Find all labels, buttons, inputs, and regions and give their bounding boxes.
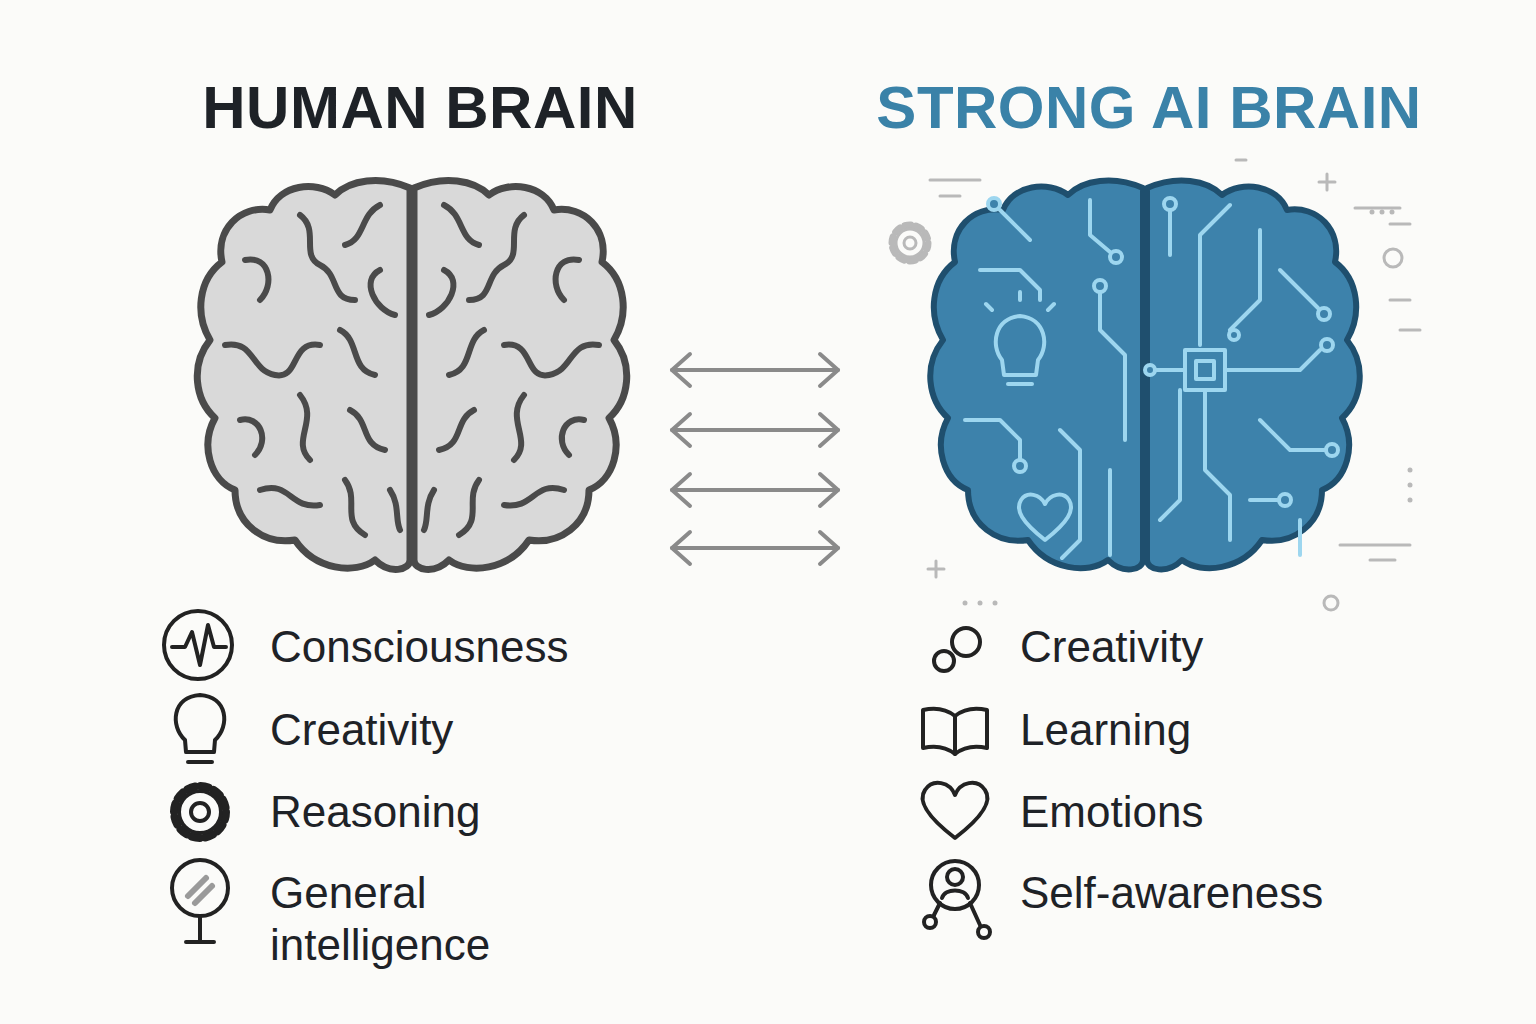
list-icons [164, 611, 232, 942]
arrow-line [672, 488, 838, 492]
arrow-head [820, 532, 838, 564]
arrow-head [672, 474, 690, 506]
list-icons [923, 628, 990, 938]
feature-label: Emotions [1020, 786, 1400, 838]
human-brain-panel: HUMAN BRAIN ConsciousnessCreativityReason… [150, 58, 670, 987]
feature-label: Reasoning [270, 786, 600, 838]
arrow-head [820, 354, 838, 386]
arrow-head [672, 354, 690, 386]
ai-brain-drawing [930, 181, 1359, 570]
decoration-dots [963, 210, 1413, 606]
double-arrow [672, 354, 838, 386]
arrow-head [820, 414, 838, 446]
arrow-head [820, 474, 838, 506]
double-arrow [672, 474, 838, 506]
arrow-head [672, 532, 690, 564]
arrow-line [672, 368, 838, 372]
double-arrow [672, 532, 838, 564]
feature-label: Self-awareness [1020, 867, 1400, 919]
feature-label: General intelligence [270, 867, 600, 971]
double-arrow [672, 414, 838, 446]
arrow-head [672, 414, 690, 446]
arrow-line [672, 546, 838, 550]
ai-brain-panel: STRONG AI BRAIN CreativityLearningEmotion… [840, 58, 1460, 935]
arrow-line [672, 428, 838, 432]
decoration [892, 160, 1420, 610]
feature-label: Creativity [270, 704, 600, 756]
feature-label: Consciousness [270, 621, 600, 673]
panel-heading: STRONG AI BRAIN [876, 72, 1421, 144]
feature-label: Creativity [1020, 621, 1400, 673]
human-brain-drawing [197, 181, 626, 570]
feature-label: Learning [1020, 704, 1400, 756]
panel-heading: HUMAN BRAIN [202, 72, 637, 144]
